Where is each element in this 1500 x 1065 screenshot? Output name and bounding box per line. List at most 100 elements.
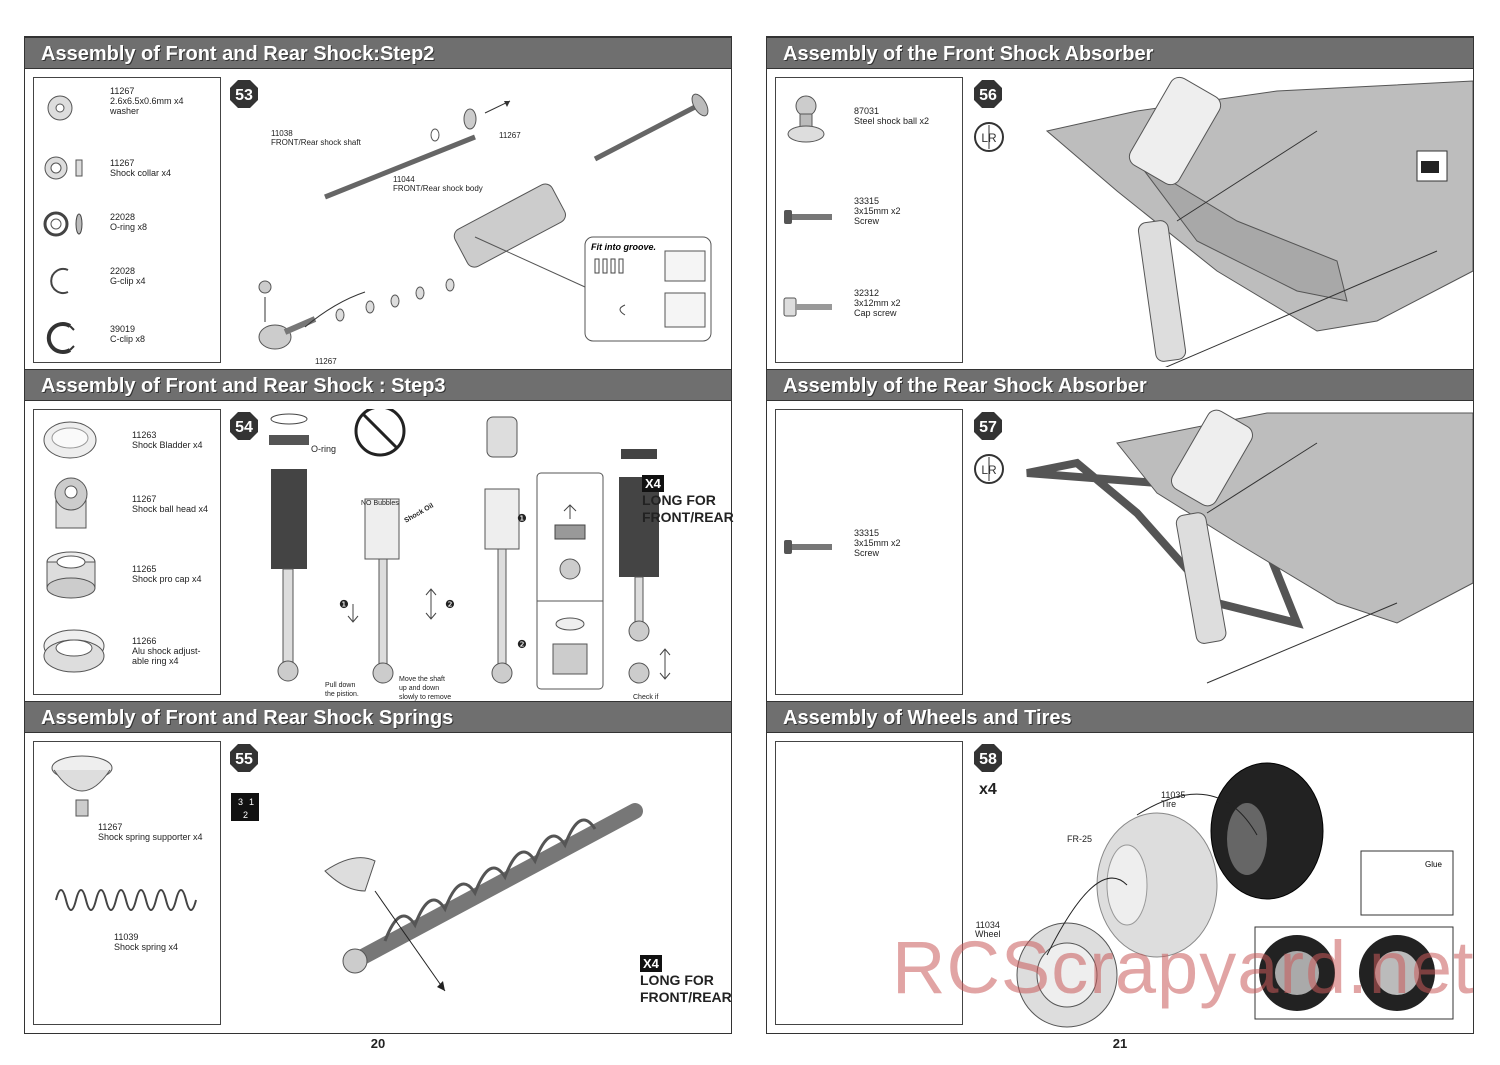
step-number-badge: 53 bbox=[230, 80, 258, 108]
screw-icon bbox=[784, 540, 832, 554]
step-number: 56 bbox=[979, 87, 997, 104]
part-desc: 3x15mm x2 Screw bbox=[854, 206, 901, 226]
label-wheel: 11034 Wheel bbox=[975, 920, 1001, 939]
svg-text:1: 1 bbox=[249, 797, 254, 807]
step-number-badge: 55 bbox=[230, 744, 258, 772]
part-code: 11266 bbox=[132, 636, 157, 646]
part-code: 11267 bbox=[132, 494, 157, 504]
x4-badge: X4 bbox=[640, 955, 662, 972]
rear-suspension-drawing bbox=[1026, 409, 1473, 684]
label-o-ring: O-ring bbox=[311, 444, 337, 454]
section-title: Assembly of Front and Rear Shock:Step2 bbox=[25, 37, 731, 69]
part-desc: Alu shock adjust- able ring x4 bbox=[132, 646, 201, 666]
quantity-label: x4 bbox=[979, 781, 997, 798]
part-code: 11039 bbox=[114, 932, 139, 942]
step-num-1b: ❶ bbox=[517, 513, 527, 525]
shock-spring-icon bbox=[55, 889, 197, 911]
part-desc: Shock collar x4 bbox=[110, 168, 172, 178]
section-56: Assembly of the Front Shock Absorber 870… bbox=[767, 37, 1473, 369]
cap-screw-icon bbox=[783, 297, 832, 317]
section-title: Assembly of Wheels and Tires bbox=[767, 701, 1473, 733]
part-desc: Shock ball head x4 bbox=[132, 504, 209, 514]
part-code: 11267 bbox=[110, 86, 135, 96]
c-clip-icon bbox=[46, 322, 75, 354]
part-desc: C-clip x8 bbox=[110, 334, 146, 344]
part-code: 87031 bbox=[854, 106, 880, 116]
page-number-right: 21 bbox=[1112, 1036, 1128, 1051]
shock-shaft-exploded-drawing: Fit into groove. bbox=[258, 93, 712, 350]
part-desc: 3x15mm x2 Screw bbox=[854, 538, 901, 558]
section-title: Assembly of the Front Shock Absorber bbox=[767, 37, 1473, 69]
step-num-1a: ❶ bbox=[339, 599, 349, 611]
step-number: 54 bbox=[235, 419, 253, 436]
label-pull-down: Pull down the pistion. bbox=[325, 682, 359, 698]
step-num-2b: ❷ bbox=[517, 639, 527, 651]
section-58: Assembly of Wheels and Tires 58 x4 Glue … bbox=[767, 701, 1473, 1033]
part-code: 33315 bbox=[854, 528, 880, 538]
step-number: 58 bbox=[979, 751, 997, 768]
part-desc: Shock pro cap x4 bbox=[132, 574, 202, 584]
g-clip-icon bbox=[50, 268, 69, 294]
shock-oil-fill-drawing bbox=[269, 409, 671, 690]
watermark: RCScrapyard.net bbox=[892, 926, 1475, 1009]
o-ring-icon bbox=[43, 211, 83, 237]
label-no-bubbles: NO Bubbles bbox=[361, 500, 399, 507]
part-code: 32312 bbox=[854, 288, 880, 298]
spring-supporter-icon bbox=[51, 755, 113, 817]
section-title: Assembly of Front and Rear Shock Springs bbox=[25, 701, 731, 733]
part-desc: O-ring x8 bbox=[110, 222, 148, 232]
steel-ball-icon bbox=[787, 95, 825, 143]
left-right-icon: LR bbox=[974, 122, 1004, 152]
section-57: Assembly of the Rear Shock Absorber 3331… bbox=[767, 369, 1473, 701]
svg-text:3: 3 bbox=[238, 797, 243, 807]
x4-badge: X4 bbox=[642, 475, 664, 492]
part-code: 11265 bbox=[132, 564, 157, 574]
ball-head-icon bbox=[54, 477, 88, 529]
wheel-tire-assembly-drawing: Glue bbox=[1016, 762, 1454, 1028]
page-left: Assembly of Front and Rear Shock:Step2 1… bbox=[24, 36, 734, 1034]
pro-cap-icon bbox=[46, 551, 96, 599]
left-right-label: LR bbox=[981, 463, 997, 477]
screw-icon bbox=[784, 210, 832, 224]
step-number-badge: 58 bbox=[974, 744, 1002, 772]
long-for-text: LONG FOR FRONT/REAR bbox=[640, 972, 732, 1005]
part-code: 11267 bbox=[98, 822, 123, 832]
svg-text:2: 2 bbox=[243, 810, 248, 820]
step-number-badge: 57 bbox=[974, 412, 1002, 440]
step-number-badge: 56 bbox=[974, 80, 1002, 108]
step-number-badge: 54 bbox=[230, 412, 258, 440]
step-num-2a: ❷ bbox=[445, 599, 455, 611]
glue-label: Glue bbox=[1425, 860, 1442, 869]
part-desc: Shock Bladder x4 bbox=[132, 440, 203, 450]
long-for-text: LONG FOR FRONT/REAR bbox=[642, 492, 734, 525]
part-code: 33315 bbox=[854, 196, 880, 206]
part-desc: Steel shock ball x2 bbox=[854, 116, 930, 126]
part-desc: Shock spring x4 bbox=[114, 942, 179, 952]
step-number: 55 bbox=[235, 751, 253, 768]
groove-note: Fit into groove. bbox=[591, 242, 656, 252]
washer-icon bbox=[47, 95, 73, 121]
section-53: Assembly of Front and Rear Shock:Step2 1… bbox=[25, 37, 731, 369]
shock-spring-assembly-drawing bbox=[324, 803, 643, 992]
label-tire: 11035 Tire bbox=[1161, 790, 1186, 809]
section-title: Assembly of the Rear Shock Absorber bbox=[767, 369, 1473, 401]
